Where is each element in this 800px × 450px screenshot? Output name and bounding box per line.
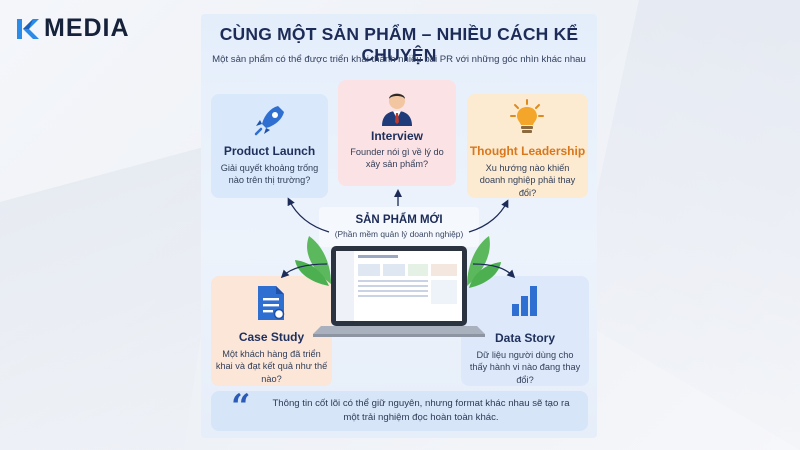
product-launch-desc: Giải quyết khoảng trống nào trên thị trư…	[220, 163, 319, 186]
center-label-panel	[319, 207, 479, 247]
brand-logo[interactable]: MEDIA	[16, 14, 130, 43]
quote-text: Thông tin cốt lõi có thể giữ nguyên, như…	[272, 398, 570, 423]
laptop-icon	[313, 246, 485, 337]
rocket-icon	[254, 106, 284, 136]
interview-desc: Founder nói gì về lý do xây sản phẩm?	[350, 147, 444, 170]
arrow-to-data-story	[472, 263, 516, 279]
arrow-to-thought-leadership	[468, 199, 509, 233]
lightbulb-icon	[510, 99, 544, 133]
format-case-study: Case Study Một khách hàng đã triển khai …	[211, 276, 332, 386]
case-study-title: Case Study	[238, 330, 305, 344]
center-subtitle: (Phần mềm quản lý doanh nghiệp)	[334, 229, 464, 239]
quote-box	[211, 391, 588, 431]
thought-leadership-title: Thought Leadership	[469, 144, 586, 158]
arrow-to-product-launch	[287, 197, 330, 233]
k-logo-icon	[17, 18, 39, 39]
infographic-card: CÙNG MỘT SẢN PHẨM – NHIỀU CÁCH KỂ CHUYỆN…	[201, 14, 597, 438]
product-launch-title: Product Launch	[223, 144, 316, 158]
format-interview: Interview Founder nói gì về lý do xây sả…	[338, 80, 456, 186]
leaf-decoration-right	[467, 236, 501, 288]
background-shape-left	[0, 140, 230, 450]
infographic-subtitle: Một sản phẩm có thể được triển khai thàn…	[212, 54, 586, 65]
quote-icon: “	[231, 387, 251, 427]
format-thought-leadership: Thought Leadership Xu hướng nào khiến do…	[467, 94, 588, 198]
bar-chart-icon	[512, 286, 537, 316]
format-data-story: Data Story Dữ liệu người dùng cho thấy h…	[461, 276, 589, 386]
arrow-to-case-study	[280, 263, 328, 279]
background-shape-right	[570, 0, 800, 450]
center-diagram	[280, 189, 516, 337]
case-study-desc: Một khách hàng đã triển khai và đạt kết …	[215, 349, 328, 384]
center-title: SẢN PHẨM MỚI	[355, 214, 443, 226]
thought-leadership-desc: Xu hướng nào khiến doanh nghiệp phải tha…	[479, 163, 576, 198]
data-story-desc: Dữ liệu người dùng cho thấy hành vi nào …	[469, 350, 581, 385]
businessman-icon	[382, 93, 412, 126]
brand-name: MEDIA	[44, 14, 130, 42]
infographic-title: CÙNG MỘT SẢN PHẨM – NHIỀU CÁCH KỂ CHUYỆN	[219, 24, 579, 65]
document-icon	[258, 286, 285, 320]
data-story-title: Data Story	[494, 331, 556, 345]
interview-title: Interview	[370, 129, 424, 143]
format-product-launch: Product Launch Giải quyết khoảng trống n…	[211, 94, 328, 198]
